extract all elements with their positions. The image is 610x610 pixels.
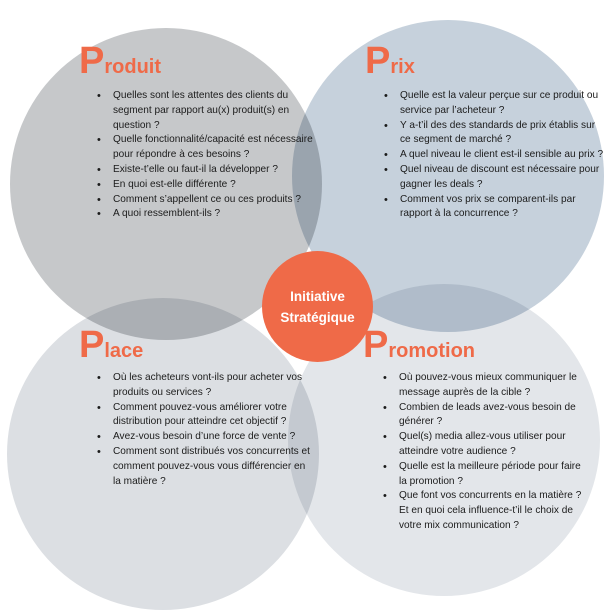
place-title-rest: lace: [104, 340, 144, 362]
produit-title: Produit: [79, 42, 161, 80]
center-badge: Initiative Stratégique: [262, 251, 373, 362]
list-item: Combien de leads avez-vous besoin de gén…: [383, 401, 591, 431]
list-item: Comment s’appellent ce ou ces produits ?: [97, 193, 327, 208]
list-item: Quelle fonctionnalité/capacité est néces…: [97, 133, 327, 163]
list-item: Quelles sont les attentes des clients du…: [97, 89, 327, 133]
place-title: Place: [79, 326, 143, 364]
list-item: Comment vos prix se comparent-ils par ra…: [384, 193, 606, 223]
prix-title: Prix: [365, 42, 415, 80]
list-item: A quoi ressemblent-ils ?: [97, 207, 327, 222]
produit-title-initial: P: [79, 40, 105, 82]
list-item: Que font vos concurrents en la matière ?…: [383, 489, 591, 533]
promotion-title-initial: P: [363, 324, 389, 366]
prix-title-rest: rix: [390, 56, 415, 78]
promotion-questions: Où pouvez-vous mieux communiquer le mess…: [381, 371, 591, 534]
list-item: Y a-t’il des des standards de prix établ…: [384, 119, 606, 149]
produit-title-rest: roduit: [104, 56, 162, 78]
place-questions: Où les acheteurs vont-ils pour acheter v…: [95, 371, 311, 489]
list-item: Comment sont distribués vos concurrents …: [97, 445, 311, 489]
list-item: Comment pouvez-vous améliorer votre dist…: [97, 401, 311, 431]
center-line-2: Stratégique: [280, 309, 355, 325]
list-item: Où les acheteurs vont-ils pour acheter v…: [97, 371, 311, 401]
list-item: En quoi est-elle différente ?: [97, 178, 327, 193]
list-item: Existe-t’elle ou faut-il la développer ?: [97, 163, 327, 178]
list-item: Quelle est la meilleure période pour fai…: [383, 460, 591, 490]
produit-questions: Quelles sont les attentes des clients du…: [95, 89, 327, 222]
list-item: Quel niveau de discount est nécessaire p…: [384, 163, 606, 193]
list-item: Avez-vous besoin d’une force de vente ?: [97, 430, 311, 445]
list-item: Où pouvez-vous mieux communiquer le mess…: [383, 371, 591, 401]
place-title-initial: P: [79, 324, 105, 366]
prix-title-initial: P: [365, 40, 391, 82]
promotion-title: Promotion: [363, 326, 475, 364]
center-line-1: Initiative: [290, 288, 345, 304]
list-item: A quel niveau le client est-il sensible …: [384, 148, 606, 163]
prix-questions: Quelle est la valeur perçue sur ce produ…: [382, 89, 606, 222]
list-item: Quel(s) media allez-vous utiliser pour a…: [383, 430, 591, 460]
list-item: Quelle est la valeur perçue sur ce produ…: [384, 89, 606, 119]
promotion-title-rest: romotion: [388, 340, 476, 362]
